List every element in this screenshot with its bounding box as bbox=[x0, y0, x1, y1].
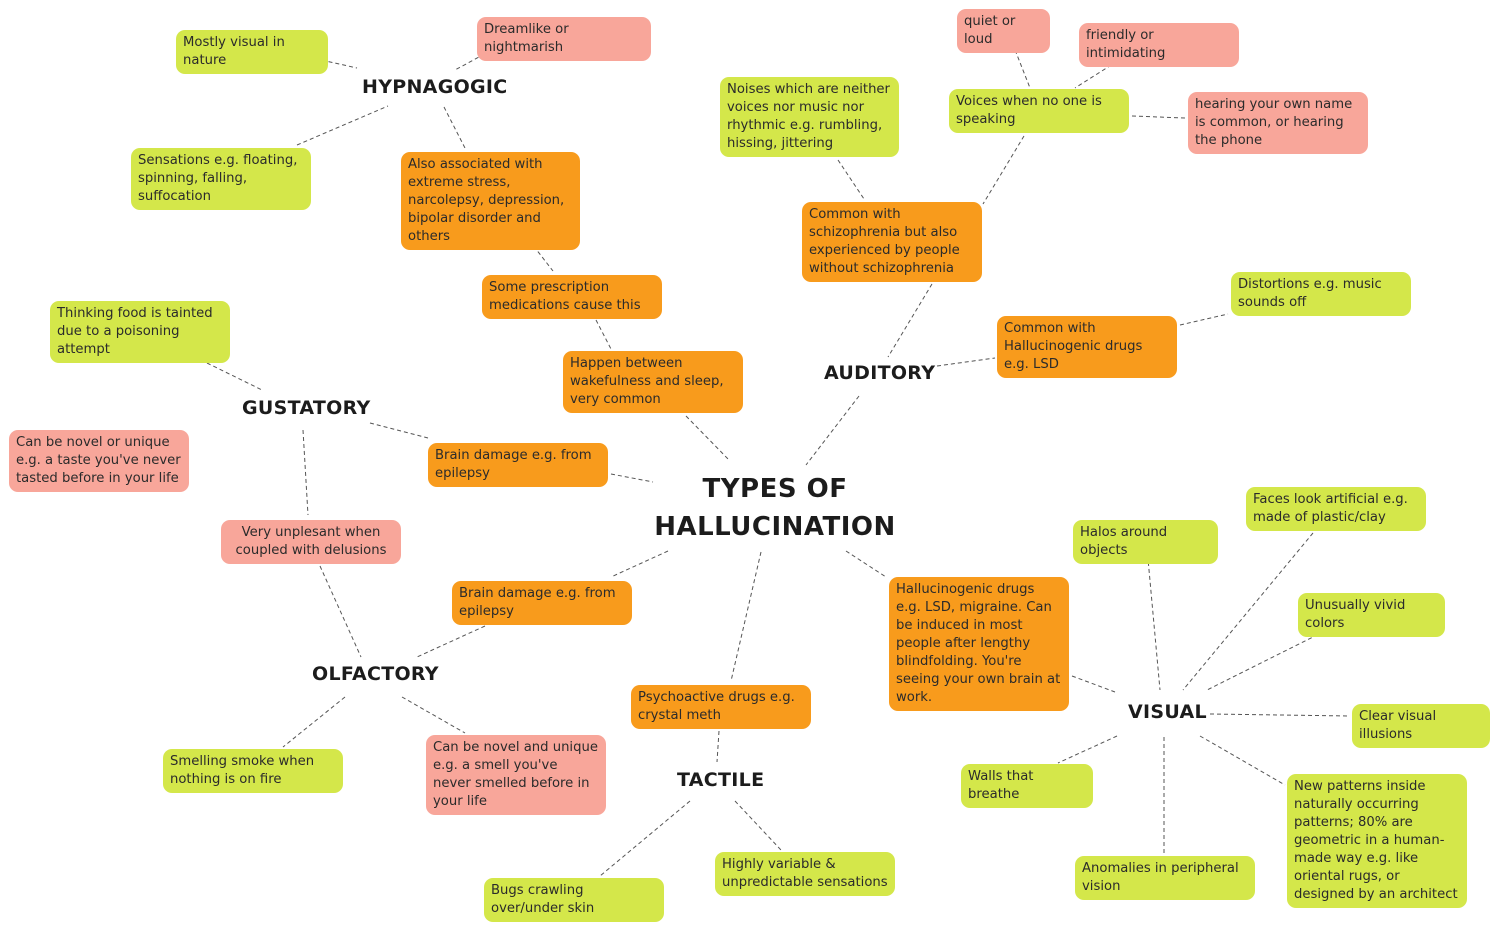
node-brain-damage-olfactory: Brain damage e.g. from epilepsy bbox=[452, 581, 632, 625]
node-variable: Highly variable & unpredictable sensatio… bbox=[715, 852, 895, 896]
connector bbox=[837, 159, 865, 200]
connector bbox=[1179, 313, 1229, 326]
node-brain-damage-gustatory: Brain damage e.g. from epilepsy bbox=[428, 443, 608, 487]
node-sensations: Sensations e.g. floating, spinning, fall… bbox=[131, 148, 311, 210]
connector bbox=[369, 422, 429, 439]
node-voices: Voices when no one is speaking bbox=[949, 89, 1129, 133]
connector bbox=[599, 800, 691, 877]
connector bbox=[1146, 547, 1161, 691]
connector bbox=[610, 473, 654, 483]
hub-gustatory: GUSTATORY bbox=[242, 397, 371, 419]
connector bbox=[206, 362, 263, 391]
node-unpleasant: Very unplesant when coupled with delusio… bbox=[221, 520, 401, 564]
node-novel-taste: Can be novel or unique e.g. a taste you'… bbox=[9, 430, 189, 492]
node-novel-smell: Can be novel and unique e.g. a smell you… bbox=[426, 735, 606, 815]
node-bugs: Bugs crawling over/under skin bbox=[484, 878, 664, 922]
connector bbox=[296, 105, 389, 146]
connector bbox=[936, 357, 996, 367]
node-hallucinogenic-visual: Hallucinogenic drugs e.g. LSD, migraine.… bbox=[889, 577, 1069, 711]
node-psychoactive: Psychoactive drugs e.g. crystal meth bbox=[631, 685, 811, 729]
node-faces: Faces look artificial e.g. made of plast… bbox=[1246, 487, 1426, 531]
connector bbox=[716, 730, 720, 763]
node-mostly-visual: Mostly visual in nature bbox=[176, 30, 328, 74]
connector bbox=[1074, 49, 1136, 89]
connector bbox=[282, 696, 346, 748]
hub-visual: VISUAL bbox=[1128, 701, 1207, 723]
node-halos: Halos around objects bbox=[1073, 520, 1218, 564]
connector bbox=[1131, 115, 1186, 119]
connector bbox=[1071, 675, 1116, 693]
hub-hypnagogic: HYPNAGOGIC bbox=[362, 76, 508, 98]
hub-tactile: TACTILE bbox=[677, 769, 765, 791]
connector bbox=[734, 800, 782, 851]
title-line-2: HALLUCINATION bbox=[654, 512, 896, 542]
connector bbox=[401, 696, 466, 734]
node-vivid-colors: Unusually vivid colors bbox=[1298, 593, 1445, 637]
connector bbox=[443, 106, 467, 151]
connector bbox=[1182, 532, 1314, 691]
connector bbox=[730, 551, 762, 682]
node-friendly: friendly or intimidating bbox=[1079, 23, 1239, 67]
node-between-sleep: Happen between wakefulness and sleep, ve… bbox=[563, 351, 743, 413]
connector bbox=[416, 625, 486, 658]
connector bbox=[1206, 621, 1344, 691]
node-smoke: Smelling smoke when nothing is on fire bbox=[163, 749, 343, 793]
node-dreamlike: Dreamlike or nightmarish bbox=[477, 17, 651, 61]
hub-auditory: AUDITORY bbox=[824, 362, 936, 384]
hub-olfactory: OLFACTORY bbox=[312, 663, 439, 685]
node-also-associated: Also associated with extreme stress, nar… bbox=[401, 152, 580, 250]
connector bbox=[302, 429, 309, 516]
node-walls: Walls that breathe bbox=[961, 764, 1093, 808]
node-prescription: Some prescription medications cause this bbox=[482, 275, 662, 319]
connector bbox=[1199, 735, 1286, 786]
connector bbox=[610, 550, 669, 578]
connector bbox=[845, 550, 887, 578]
node-illusions: Clear visual illusions bbox=[1352, 704, 1490, 748]
connector bbox=[685, 415, 731, 462]
connector bbox=[1209, 713, 1351, 717]
node-distortions: Distortions e.g. music sounds off bbox=[1231, 272, 1411, 316]
title-line-1: TYPES OF bbox=[702, 474, 848, 504]
connector bbox=[982, 135, 1025, 205]
node-lsd-auditory: Common with Hallucinogenic drugs e.g. LS… bbox=[997, 316, 1177, 378]
connector bbox=[805, 395, 860, 466]
connector bbox=[887, 283, 933, 358]
connector bbox=[319, 565, 362, 658]
node-schizophrenia: Common with schizophrenia but also exper… bbox=[802, 202, 982, 282]
connector bbox=[595, 319, 612, 350]
node-own-name: hearing your own name is common, or hear… bbox=[1188, 92, 1368, 154]
diagram-title: TYPES OF HALLUCINATION bbox=[640, 470, 910, 546]
connector bbox=[1057, 735, 1118, 764]
node-peripheral: Anomalies in peripheral vision bbox=[1075, 856, 1255, 900]
node-quiet-loud: quiet or loud bbox=[957, 9, 1050, 53]
node-noises: Noises which are neither voices nor musi… bbox=[720, 77, 899, 157]
node-patterns: New patterns inside naturally occurring … bbox=[1287, 774, 1467, 908]
node-tainted-food: Thinking food is tainted due to a poison… bbox=[50, 301, 230, 363]
